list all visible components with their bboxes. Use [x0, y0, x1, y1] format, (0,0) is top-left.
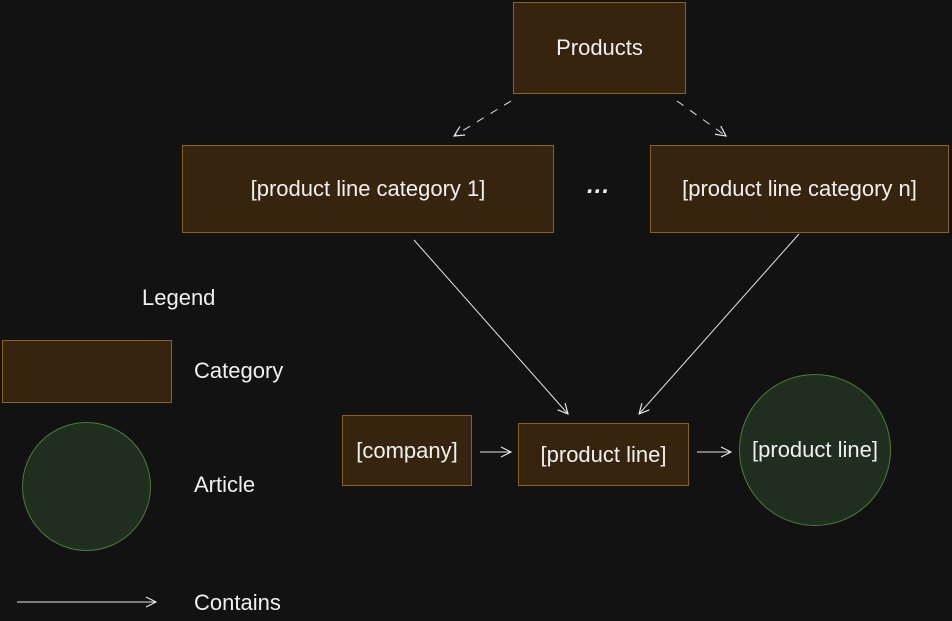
node-company: [company] [342, 415, 472, 486]
ellipsis-label: ... [587, 172, 611, 199]
legend-category-label: Category [194, 358, 284, 383]
node-products-label: Products [556, 35, 643, 60]
legend-category-swatch [2, 340, 172, 403]
legend-title: Legend [142, 285, 216, 310]
node-category-n: [product line category n] [650, 145, 949, 233]
node-company-label: [company] [356, 437, 458, 463]
edge-products-to-category-n [676, 100, 726, 136]
node-category-1-label: [product line category 1] [250, 176, 486, 201]
edge-products-to-category-1 [454, 100, 512, 136]
node-category-1: [product line category 1] [182, 145, 554, 233]
node-product-line-article: [product line] [739, 374, 891, 526]
node-products: Products [513, 2, 686, 94]
edge-category-n-to-product-line [639, 233, 800, 414]
legend-article-swatch [22, 422, 151, 551]
legend-article-label: Article [194, 472, 256, 497]
legend-contains-label: Contains [194, 590, 281, 615]
edge-category-1-to-product-line [413, 239, 568, 414]
node-product-line-article-label: [product line] [752, 437, 878, 462]
node-category-n-label: [product line category n] [682, 176, 917, 201]
node-product-line: [product line] [518, 423, 689, 486]
node-product-line-label: [product line] [540, 441, 667, 467]
